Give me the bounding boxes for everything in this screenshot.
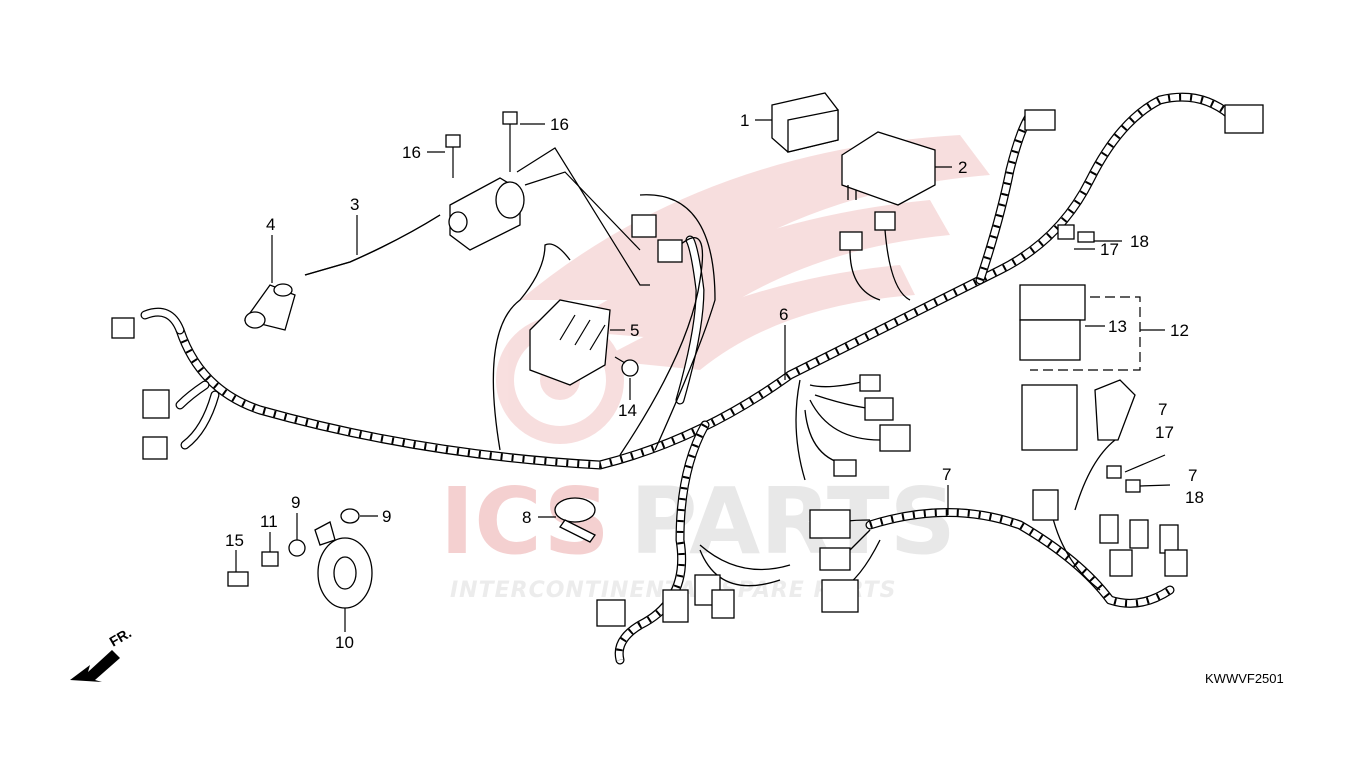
main-harness xyxy=(140,92,1235,665)
part-3-plug-lead xyxy=(304,214,441,276)
part-14-bolt xyxy=(614,356,639,377)
part-12-bracket xyxy=(1030,296,1141,371)
part-13-relay xyxy=(1019,284,1086,361)
part-1-cover xyxy=(771,92,839,153)
bottom-connectors xyxy=(596,574,735,627)
left-connectors xyxy=(111,317,170,460)
callouts: 1 2 3 4 5 6 7 7 7 8 9 9 10 11 12 13 14 1… xyxy=(225,111,1204,652)
part-11-collar xyxy=(261,551,279,567)
connector-near-2 xyxy=(839,211,896,251)
callout-4: 4 xyxy=(266,215,275,234)
callout-16b: 16 xyxy=(550,115,569,134)
callout-9b: 9 xyxy=(382,507,391,526)
middle-connectors xyxy=(809,374,911,613)
top-connectors xyxy=(631,104,1264,263)
figure-code: KWWVF2501 xyxy=(1205,671,1284,686)
part-5-regulator xyxy=(529,299,611,386)
callout-2: 2 xyxy=(958,158,967,177)
fuse-holder xyxy=(1094,379,1136,441)
leader-lines xyxy=(235,119,1171,632)
direction-label: FR. xyxy=(107,624,135,649)
callout-1: 1 xyxy=(740,111,749,130)
part-17-fuse-a xyxy=(1057,224,1075,240)
callout-7c: 7 xyxy=(1188,466,1197,485)
part-4-plug-cap xyxy=(243,283,296,331)
part-18-fuse-a xyxy=(1077,231,1095,243)
callout-10: 10 xyxy=(335,633,354,652)
part-16-bolt-a xyxy=(445,134,461,178)
callout-18b: 18 xyxy=(1185,488,1204,507)
callout-12: 12 xyxy=(1170,321,1189,340)
part-17-fuse-b xyxy=(1106,465,1122,479)
callout-18a: 18 xyxy=(1130,232,1149,251)
callout-3: 3 xyxy=(350,195,359,214)
part-16-bolt-b xyxy=(502,111,518,172)
part-9-washers xyxy=(288,508,360,557)
part-relay-lower xyxy=(1021,384,1078,451)
callout-7a: 7 xyxy=(942,465,951,484)
lower-right-connectors xyxy=(1032,489,1188,577)
callout-8: 8 xyxy=(522,508,531,527)
part-2-control-unit xyxy=(841,131,936,206)
callout-17b: 17 xyxy=(1155,423,1174,442)
callout-17a: 17 xyxy=(1100,240,1119,259)
callout-11: 11 xyxy=(260,512,278,531)
part-18-fuse-b xyxy=(1125,479,1141,493)
callout-13: 13 xyxy=(1108,317,1127,336)
callout-16a: 16 xyxy=(402,143,421,162)
part-15-bolt xyxy=(227,571,249,587)
callout-14: 14 xyxy=(618,401,637,420)
callout-9a: 9 xyxy=(291,493,300,512)
callout-15: 15 xyxy=(225,531,244,550)
part-8-clamp xyxy=(554,497,596,543)
part-10-horn xyxy=(314,521,373,609)
callout-5: 5 xyxy=(630,321,639,340)
ignition-coil xyxy=(448,177,525,251)
direction-arrow: FR. xyxy=(70,624,134,682)
callout-7b: 7 xyxy=(1158,400,1167,419)
callout-6: 6 xyxy=(779,305,788,324)
